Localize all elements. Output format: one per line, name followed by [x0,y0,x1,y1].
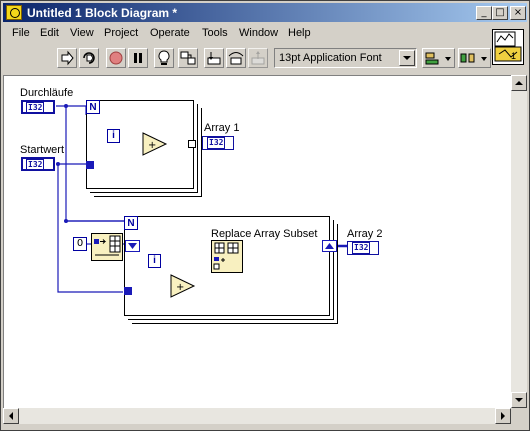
loop-tunnel-startwert-2[interactable] [124,287,132,295]
distribute-objects-button[interactable] [458,48,491,68]
constant-zero[interactable]: 0 [73,237,87,251]
abort-icon [109,51,123,65]
step-into-icon [207,52,221,65]
initialize-array-node[interactable] [91,233,123,261]
type-i32: I32 [26,102,45,114]
scroll-right-button[interactable] [495,408,511,424]
menu-view[interactable]: View [70,27,94,39]
arrow-left-icon [9,412,13,420]
size-grip[interactable] [511,408,527,424]
arrow-right-icon [501,412,505,420]
horizontal-scrollbar[interactable] [3,408,511,424]
step-out-button[interactable] [248,48,268,68]
add-function-2[interactable]: + [170,274,196,298]
vi-icon[interactable]: 1 [492,29,524,65]
highlight-execution-button[interactable] [154,48,174,68]
menu-bar: File Edit View Project Operate Tools Win… [3,24,527,44]
svg-text:+: + [148,140,156,151]
menu-window[interactable]: Window [239,27,279,39]
vi-icon-number: 1 [511,51,517,61]
menu-tools[interactable]: Tools [202,27,228,39]
minimize-button[interactable]: _ [476,6,492,20]
labview-app-icon[interactable] [6,5,22,20]
retain-wire-values-icon [180,51,196,65]
chevron-down-icon [403,56,411,60]
arrow-down-icon [515,398,523,402]
retain-wire-values-button[interactable] [178,48,198,68]
indicator-array1[interactable]: I32 [202,136,234,150]
align-objects-button[interactable] [422,48,455,68]
scroll-up-button[interactable] [511,75,527,91]
font-selector[interactable]: 13pt Application Font [274,48,417,68]
run-button[interactable] [57,48,77,68]
add-function-1[interactable]: + [142,132,168,156]
pause-icon [134,53,142,63]
pause-button[interactable] [128,48,148,68]
control-startwert[interactable]: I32 [21,157,55,171]
close-button[interactable]: × [510,6,526,20]
type-i32: I32 [207,137,226,149]
shift-register-right[interactable] [322,240,337,252]
label-durchlaeufe: Durchläufe [20,87,74,99]
menu-file[interactable]: File [12,27,30,39]
label-replace-array-subset: Replace Array Subset [211,228,318,240]
scroll-left-button[interactable] [3,408,19,424]
label-startwert: Startwert [20,144,65,156]
loop-count-terminal-1[interactable]: N [86,100,100,114]
abort-button[interactable] [106,48,126,68]
scroll-down-button[interactable] [511,392,527,408]
iteration-terminal-2[interactable]: i [148,254,161,268]
loop-count-terminal-2[interactable]: N [124,216,138,230]
replace-array-subset-node[interactable] [211,240,243,273]
auto-index-tunnel-1[interactable] [188,140,196,148]
distribute-objects-icon [460,53,487,63]
run-continuously-button[interactable] [79,48,99,68]
control-durchlaeufe[interactable]: I32 [21,100,55,114]
menu-edit[interactable]: Edit [40,27,59,39]
run-arrow-icon [61,50,74,66]
step-out-icon [251,51,265,65]
title-bar[interactable]: Untitled 1 Block Diagram * _ □ × [3,3,527,22]
step-over-icon [228,52,244,65]
for-loop-1[interactable] [86,100,194,189]
window-title: Untitled 1 Block Diagram * [27,6,178,20]
highlight-execution-icon [158,50,170,65]
arrow-up-icon [515,81,523,85]
run-continuously-icon [83,52,95,64]
vertical-scrollbar[interactable] [511,75,527,408]
label-array1: Array 1 [204,122,240,134]
menu-help[interactable]: Help [288,27,311,39]
step-into-button[interactable] [204,48,224,68]
step-over-button[interactable] [226,48,246,68]
align-objects-icon [425,52,451,65]
label-array2: Array 2 [347,228,383,240]
labview-vi-icon [494,31,522,62]
menu-operate[interactable]: Operate [150,27,190,39]
loop-tunnel-startwert-1[interactable] [86,161,94,169]
iteration-terminal-1[interactable]: i [107,129,120,143]
indicator-array2[interactable]: I32 [347,241,379,255]
font-selector-value: 13pt Application Font [279,52,382,64]
type-i32: I32 [26,159,45,171]
block-diagram-canvas[interactable]: N i + N i + [3,75,513,410]
shift-register-left[interactable] [125,240,140,252]
svg-text:+: + [176,282,184,293]
type-i32: I32 [352,242,371,254]
maximize-button[interactable]: □ [492,6,508,20]
toolbar: 13pt Application Font [3,45,527,73]
font-dropdown-button[interactable] [399,50,415,66]
menu-project[interactable]: Project [104,27,139,39]
